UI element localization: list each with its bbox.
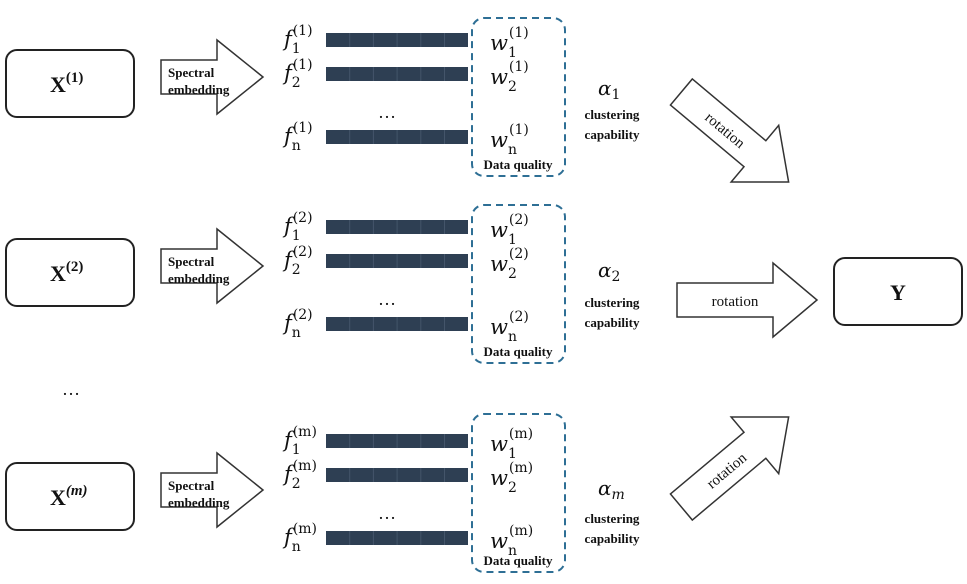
feature-vector-2: f2(m) w2(m): [282, 458, 533, 496]
alpha-label: α1: [598, 76, 620, 103]
data-quality-box: Data quality: [471, 204, 566, 364]
input-box-outline: [5, 462, 135, 531]
input-view-label: X(1): [50, 70, 83, 97]
weight-label: wn(m): [490, 523, 533, 559]
views-ellipsis: …: [62, 379, 80, 399]
spectral-embedding-arrow: Spectral embedding: [160, 38, 265, 116]
spectral-embedding-arrow: Spectral embedding: [160, 227, 265, 305]
feature-vector-2: f2(2) w2(2): [282, 244, 529, 282]
input-view-label: X(m): [50, 483, 88, 510]
feature-label: f2(1): [282, 57, 313, 91]
feature-vector-1: f1(1) w1(1): [282, 23, 529, 61]
weight-label: wn(1): [490, 122, 529, 158]
input-view-box: X(m): [5, 462, 135, 531]
arrow-shape: [160, 38, 265, 116]
data-quality-box: Data quality: [471, 413, 566, 573]
dashed-outline: [471, 17, 566, 177]
weight-label: w2(1): [490, 59, 529, 95]
feature-label: f2(2): [282, 244, 313, 278]
weight-label: w1(2): [490, 212, 529, 248]
input-box-outline: [5, 238, 135, 307]
weight-label: w2(m): [490, 460, 533, 496]
arrow-shape: [160, 227, 265, 305]
embed-label-line1: Spectral: [168, 65, 215, 80]
input-view-box: X(1): [5, 49, 135, 118]
capability-line1: clustering: [585, 107, 640, 122]
capability-line1: clustering: [585, 511, 640, 526]
data-quality-label: Data quality: [484, 157, 553, 172]
rotation-arrow: rotation: [676, 261, 819, 339]
rotation-arrow: rotation: [669, 77, 790, 183]
output-label: Y: [890, 280, 906, 305]
capability-line2: capability: [585, 531, 640, 546]
rotation-arrow: rotation: [669, 416, 790, 522]
capability-line1: clustering: [585, 295, 640, 310]
data-quality-label: Data quality: [484, 344, 553, 359]
input-view-box: X(2): [5, 238, 135, 307]
feature-vector-1: f1(2) w1(2): [282, 210, 529, 248]
dashed-outline: [471, 204, 566, 364]
data-quality-label: Data quality: [484, 553, 553, 568]
input-view-label: X(2): [50, 259, 83, 286]
view-row-1: X(1) Spectral embedding f1(1) w1(1) f2(1) w2(1…: [5, 17, 790, 183]
embed-label-line1: Spectral: [168, 478, 215, 493]
capability-line2: capability: [585, 315, 640, 330]
feature-label: fn(1): [282, 120, 313, 154]
features-ellipsis: …: [378, 289, 396, 309]
weight-label: w1(m): [490, 426, 533, 462]
arrow-shape: [669, 416, 790, 522]
alpha-label: αm: [598, 476, 625, 503]
arrow-shape: [669, 77, 790, 183]
data-quality-box: Data quality: [471, 17, 566, 177]
feature-label: fn(2): [282, 307, 313, 341]
embed-label-line2: embedding: [168, 82, 230, 97]
alpha-label: α2: [598, 258, 620, 285]
spectral-embedding-arrow: Spectral embedding: [160, 451, 265, 529]
features-ellipsis: …: [378, 102, 396, 122]
weight-label: w1(1): [490, 25, 529, 61]
feature-label: f1(m): [282, 424, 317, 458]
embed-label-line2: embedding: [168, 495, 230, 510]
feature-label: f1(2): [282, 210, 313, 244]
features-ellipsis: …: [378, 503, 396, 523]
embed-label-line1: Spectral: [168, 254, 215, 269]
feature-label: f1(1): [282, 23, 313, 57]
feature-label: f2(m): [282, 458, 317, 492]
output-box: Y: [833, 257, 963, 326]
feature-vector-3: fn(m) wn(m): [282, 521, 533, 559]
feature-label: fn(m): [282, 521, 317, 555]
view-row-2: X(2) Spectral embedding f1(2) w1(2) f2(2) w2(2…: [5, 204, 819, 364]
output-box-outline: [833, 257, 963, 326]
feature-vector-2: f2(1) w2(1): [282, 57, 529, 95]
arrow-shape: [676, 261, 819, 339]
weight-label: wn(2): [490, 309, 529, 345]
feature-vector-1: f1(m) w1(m): [282, 424, 533, 462]
feature-vector-3: fn(1) wn(1): [282, 120, 529, 158]
rotation-label: rotation: [712, 294, 759, 310]
weight-label: w2(2): [490, 246, 529, 282]
view-row-3: X(m) Spectral embedding f1(m) w1(m) f2(m) w2(m…: [5, 413, 790, 573]
embed-label-line2: embedding: [168, 271, 230, 286]
arrow-shape: [160, 451, 265, 529]
capability-line2: capability: [585, 127, 640, 142]
input-box-outline: [5, 49, 135, 118]
feature-vector-3: fn(2) wn(2): [282, 307, 529, 345]
